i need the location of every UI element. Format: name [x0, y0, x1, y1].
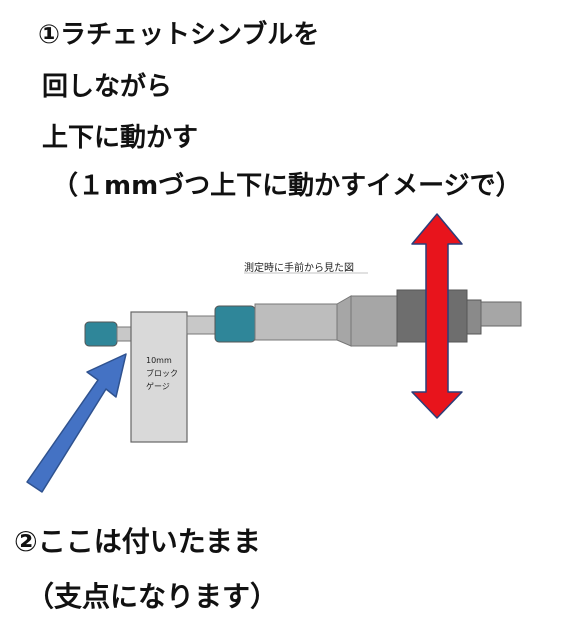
gauge-label-1: 10mm	[146, 356, 172, 365]
anvil-connector	[116, 326, 132, 342]
pivot-note-line-2: （支点になります）	[26, 580, 279, 613]
instruction-line-1: ①ラチェットシンブルを	[38, 20, 320, 50]
thimble-taper	[336, 295, 352, 347]
instruction-line-2: 回しながら	[42, 72, 173, 102]
diagram-caption: 測定時に手前から見た図	[244, 261, 354, 274]
instruction-line-4: （１mmづつ上下に動かすイメージで）	[52, 171, 522, 201]
up-down-arrow	[411, 213, 463, 419]
gauge-label-3: ゲージ	[146, 381, 170, 391]
instruction-line-3: 上下に動かす	[42, 123, 199, 153]
block-gauge	[130, 311, 188, 443]
thimble	[350, 295, 398, 347]
pivot-note-line-1: ②ここは付いたまま	[14, 525, 261, 558]
spindle	[186, 315, 216, 335]
gauge-label-2: ブロック	[146, 368, 178, 378]
pivot-arrow	[26, 353, 127, 493]
anvil-teal	[84, 321, 118, 347]
lock-ring-teal	[214, 305, 256, 343]
ratchet-knob	[480, 301, 522, 327]
ratchet-end	[466, 299, 482, 335]
sleeve	[254, 303, 338, 341]
